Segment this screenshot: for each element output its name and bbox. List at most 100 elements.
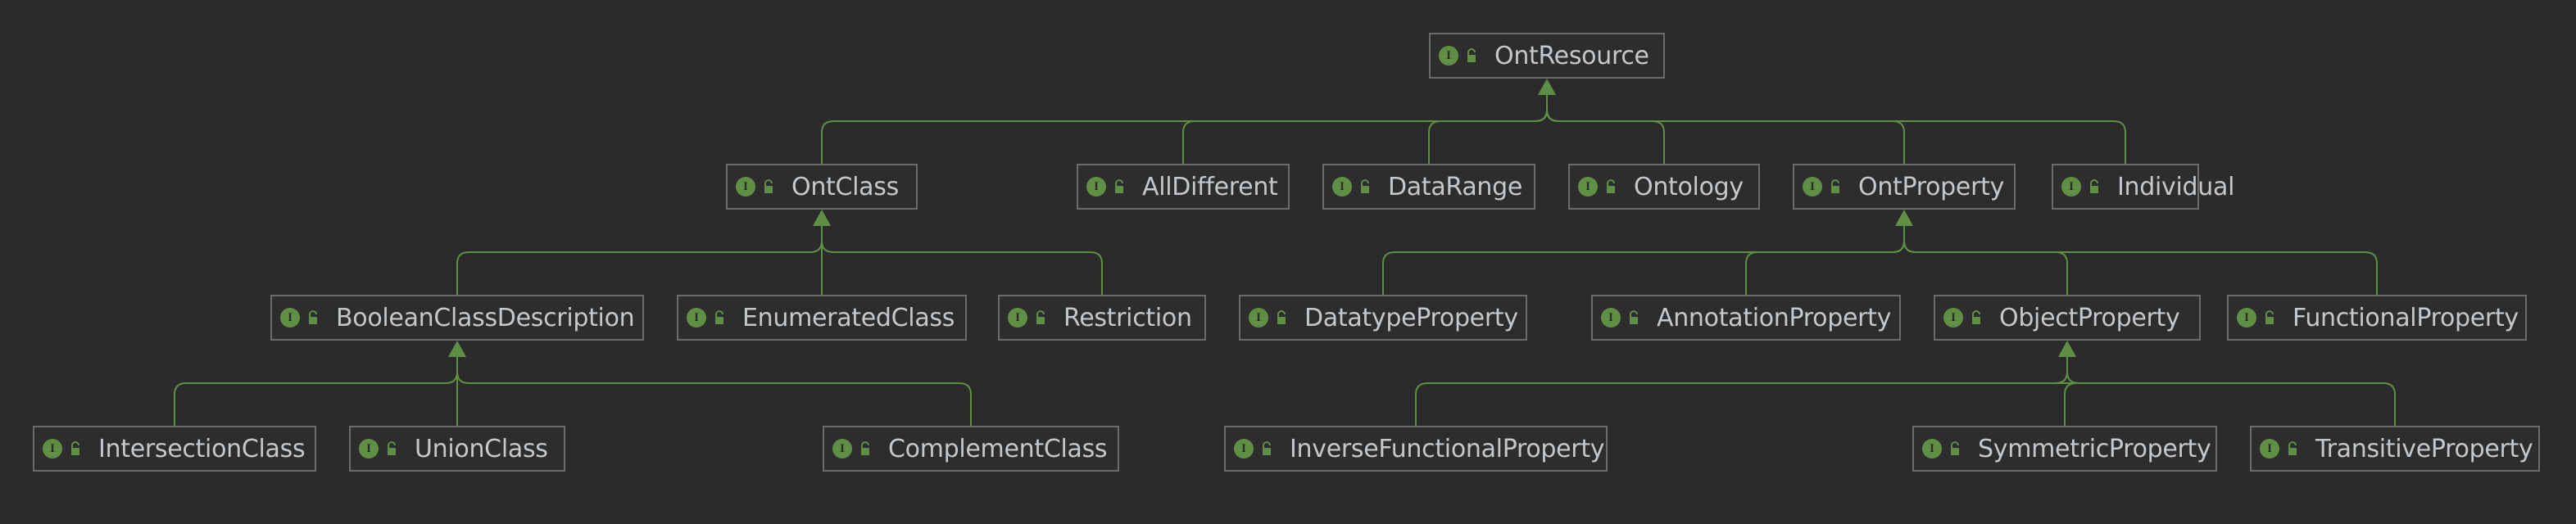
class-node-inverse-functional-property[interactable]: I InverseFunctionalProperty <box>1224 426 1608 472</box>
interface-icon: I <box>280 308 300 328</box>
unlocked-icon <box>1607 179 1615 193</box>
class-node-transitive-property[interactable]: I TransitiveProperty <box>2250 426 2540 472</box>
interface-icon: I <box>1008 308 1027 328</box>
unlocked-icon <box>2090 179 2098 193</box>
class-name-label: Ontology <box>1634 172 1744 201</box>
class-name-label: DataRange <box>1388 172 1523 201</box>
interface-icon: I <box>359 439 379 458</box>
edge-boolean-class-description-to-ont-class <box>456 224 823 295</box>
inheritance-arrowhead <box>448 341 466 357</box>
inheritance-arrowhead <box>1895 210 1913 226</box>
interface-icon: I <box>1234 439 1254 458</box>
interface-icon: I <box>43 439 62 458</box>
interface-icon: I <box>1578 177 1598 196</box>
interface-icon: I <box>2237 308 2256 328</box>
edge-functional-property-to-ont-property <box>1903 224 2378 295</box>
edge-symmetric-property-to-object-property <box>2055 355 2077 426</box>
edge-annotation-property-to-ont-property <box>1745 224 1905 295</box>
class-node-symmetric-property[interactable]: I SymmetricProperty <box>1912 426 2217 472</box>
class-name-label: SymmetricProperty <box>1978 434 2211 463</box>
interface-icon: I <box>2061 177 2081 196</box>
unlocked-icon <box>1467 48 1476 62</box>
class-node-annotation-property[interactable]: I AnnotationProperty <box>1591 295 1901 341</box>
class-name-label: DatatypeProperty <box>1304 303 1518 332</box>
class-node-ontology[interactable]: I Ontology <box>1568 164 1760 210</box>
interface-icon: I <box>1439 46 1458 66</box>
class-name-label: EnumeratedClass <box>742 303 955 332</box>
unlocked-icon <box>1277 310 1286 324</box>
edge-datatype-property-to-ont-property <box>1382 224 1905 295</box>
unlocked-icon <box>1831 179 1839 193</box>
interface-icon: I <box>1332 177 1352 196</box>
class-node-union-class[interactable]: I UnionClass <box>349 426 565 472</box>
interface-icon: I <box>2260 439 2279 458</box>
class-node-ont-resource[interactable]: I OntResource <box>1429 33 1665 79</box>
class-node-datatype-property[interactable]: I DatatypeProperty <box>1239 295 1527 341</box>
inheritance-arrowhead <box>2058 341 2076 357</box>
unlocked-icon <box>388 441 396 455</box>
edge-inverse-functional-property-to-object-property <box>1415 355 2068 426</box>
unlocked-icon <box>2265 310 2274 324</box>
unlocked-icon <box>861 441 869 455</box>
interface-icon: I <box>1922 439 1942 458</box>
class-name-label: BooleanClassDescription <box>336 303 635 332</box>
edge-all-different-to-ont-resource <box>1182 93 1548 164</box>
unlocked-icon <box>1036 310 1045 324</box>
edge-intersection-class-to-boolean-class-description <box>174 355 458 426</box>
class-name-label: TransitiveProperty <box>2315 434 2533 463</box>
edge-individual-to-ont-resource <box>1546 93 2126 164</box>
unlocked-icon <box>71 441 79 455</box>
unlocked-icon <box>1630 310 1638 324</box>
class-name-label: OntResource <box>1494 41 1649 70</box>
edge-object-property-to-ont-property <box>1903 224 2068 295</box>
inheritance-arrowhead <box>1538 79 1556 95</box>
unlocked-icon <box>1361 179 1369 193</box>
class-node-intersection-class[interactable]: I IntersectionClass <box>33 426 316 472</box>
unlocked-icon <box>764 179 773 193</box>
class-name-label: Restriction <box>1064 303 1192 332</box>
unlocked-icon <box>1115 179 1123 193</box>
interface-icon: I <box>832 439 852 458</box>
unlocked-icon <box>2288 441 2297 455</box>
class-name-label: IntersectionClass <box>98 434 306 463</box>
unlocked-icon <box>1951 441 1959 455</box>
class-name-label: FunctionalProperty <box>2293 303 2519 332</box>
class-node-data-range[interactable]: I DataRange <box>1322 164 1535 210</box>
class-name-label: UnionClass <box>415 434 548 463</box>
interface-icon: I <box>1249 308 1268 328</box>
class-name-label: Individual <box>2117 172 2235 201</box>
interface-icon: I <box>1601 308 1621 328</box>
unlocked-icon <box>309 310 317 324</box>
class-node-individual[interactable]: I Individual <box>2052 164 2234 210</box>
class-name-label: OntClass <box>791 172 899 201</box>
interface-icon: I <box>1086 177 1106 196</box>
unlocked-icon <box>715 310 723 324</box>
edge-restriction-to-ont-class <box>821 224 1103 295</box>
interface-icon: I <box>1943 308 1963 328</box>
class-name-label: OntProperty <box>1858 172 2005 201</box>
interface-icon: I <box>687 308 706 328</box>
class-node-restriction[interactable]: I Restriction <box>998 295 1206 341</box>
unlocked-icon <box>1263 441 1271 455</box>
class-node-all-different[interactable]: I AllDifferent <box>1077 164 1290 210</box>
class-name-label: ObjectProperty <box>1999 303 2180 332</box>
class-node-object-property[interactable]: I ObjectProperty <box>1934 295 2201 341</box>
inheritance-arrowhead <box>813 210 831 226</box>
class-node-enumerated-class[interactable]: I EnumeratedClass <box>677 295 967 341</box>
edge-ontology-to-ont-resource <box>1546 93 1665 164</box>
edge-ont-property-to-ont-resource <box>1546 93 1905 164</box>
class-name-label: InverseFunctionalProperty <box>1290 434 1605 463</box>
class-name-label: AllDifferent <box>1142 172 1278 201</box>
interface-icon: I <box>1803 177 1822 196</box>
class-node-ont-property[interactable]: I OntProperty <box>1793 164 2016 210</box>
class-node-functional-property[interactable]: I FunctionalProperty <box>2227 295 2527 341</box>
class-node-boolean-class-description[interactable]: I BooleanClassDescription <box>270 295 644 341</box>
unlocked-icon <box>1972 310 1980 324</box>
edge-complement-class-to-boolean-class-description <box>456 355 972 426</box>
edge-transitive-property-to-object-property <box>2066 355 2396 426</box>
class-name-label: AnnotationProperty <box>1657 303 1892 332</box>
edge-data-range-to-ont-resource <box>1428 93 1548 164</box>
